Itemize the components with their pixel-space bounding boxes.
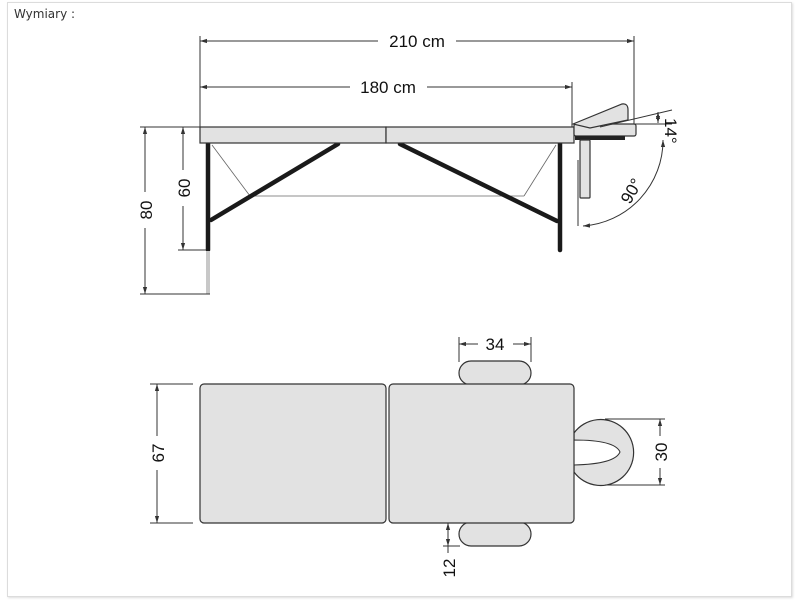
face-cradle-width-label: 30 <box>652 443 671 462</box>
headrest-angle-label: 14° <box>661 118 680 144</box>
tabletop-section-right <box>385 126 575 144</box>
headrest-side: 14° 90° <box>571 103 680 228</box>
dimension-table-length: 180 cm <box>200 78 573 127</box>
armrest-length-label: 34 <box>486 335 505 354</box>
top-panel-right <box>388 383 575 524</box>
side-view: 210 cm 180 cm <box>137 32 680 295</box>
dimension-min-height: 60 <box>175 127 206 251</box>
top-view: 34 30 67 12 <box>149 335 671 577</box>
face-cradle <box>573 418 635 487</box>
dimension-max-height: 80 <box>137 126 210 295</box>
width-label: 67 <box>149 444 168 463</box>
dimension-width: 67 <box>149 383 193 524</box>
table-frame <box>205 140 563 294</box>
brace-left <box>208 141 341 223</box>
page-title: Wymiary : <box>14 7 76 21</box>
image-frame <box>7 2 792 597</box>
brace-right <box>397 141 560 224</box>
table-length-label: 180 cm <box>360 78 416 97</box>
max-height-label: 80 <box>137 201 156 220</box>
dimension-total-length: 210 cm <box>199 32 635 127</box>
total-length-label: 210 cm <box>389 32 445 51</box>
dimension-armrest-width: 12 <box>440 523 460 577</box>
dimension-armrest-length: 34 <box>458 335 532 362</box>
armrest-top <box>458 360 532 386</box>
top-panel-left <box>199 383 387 524</box>
fold-angle-label: 90° <box>617 175 646 207</box>
armrest-bottom <box>458 521 532 547</box>
armrest-width-label: 12 <box>440 559 459 578</box>
dimension-face-cradle-width: 30 <box>605 418 671 486</box>
tabletop-section-left <box>199 126 387 144</box>
min-height-label: 60 <box>175 179 194 198</box>
